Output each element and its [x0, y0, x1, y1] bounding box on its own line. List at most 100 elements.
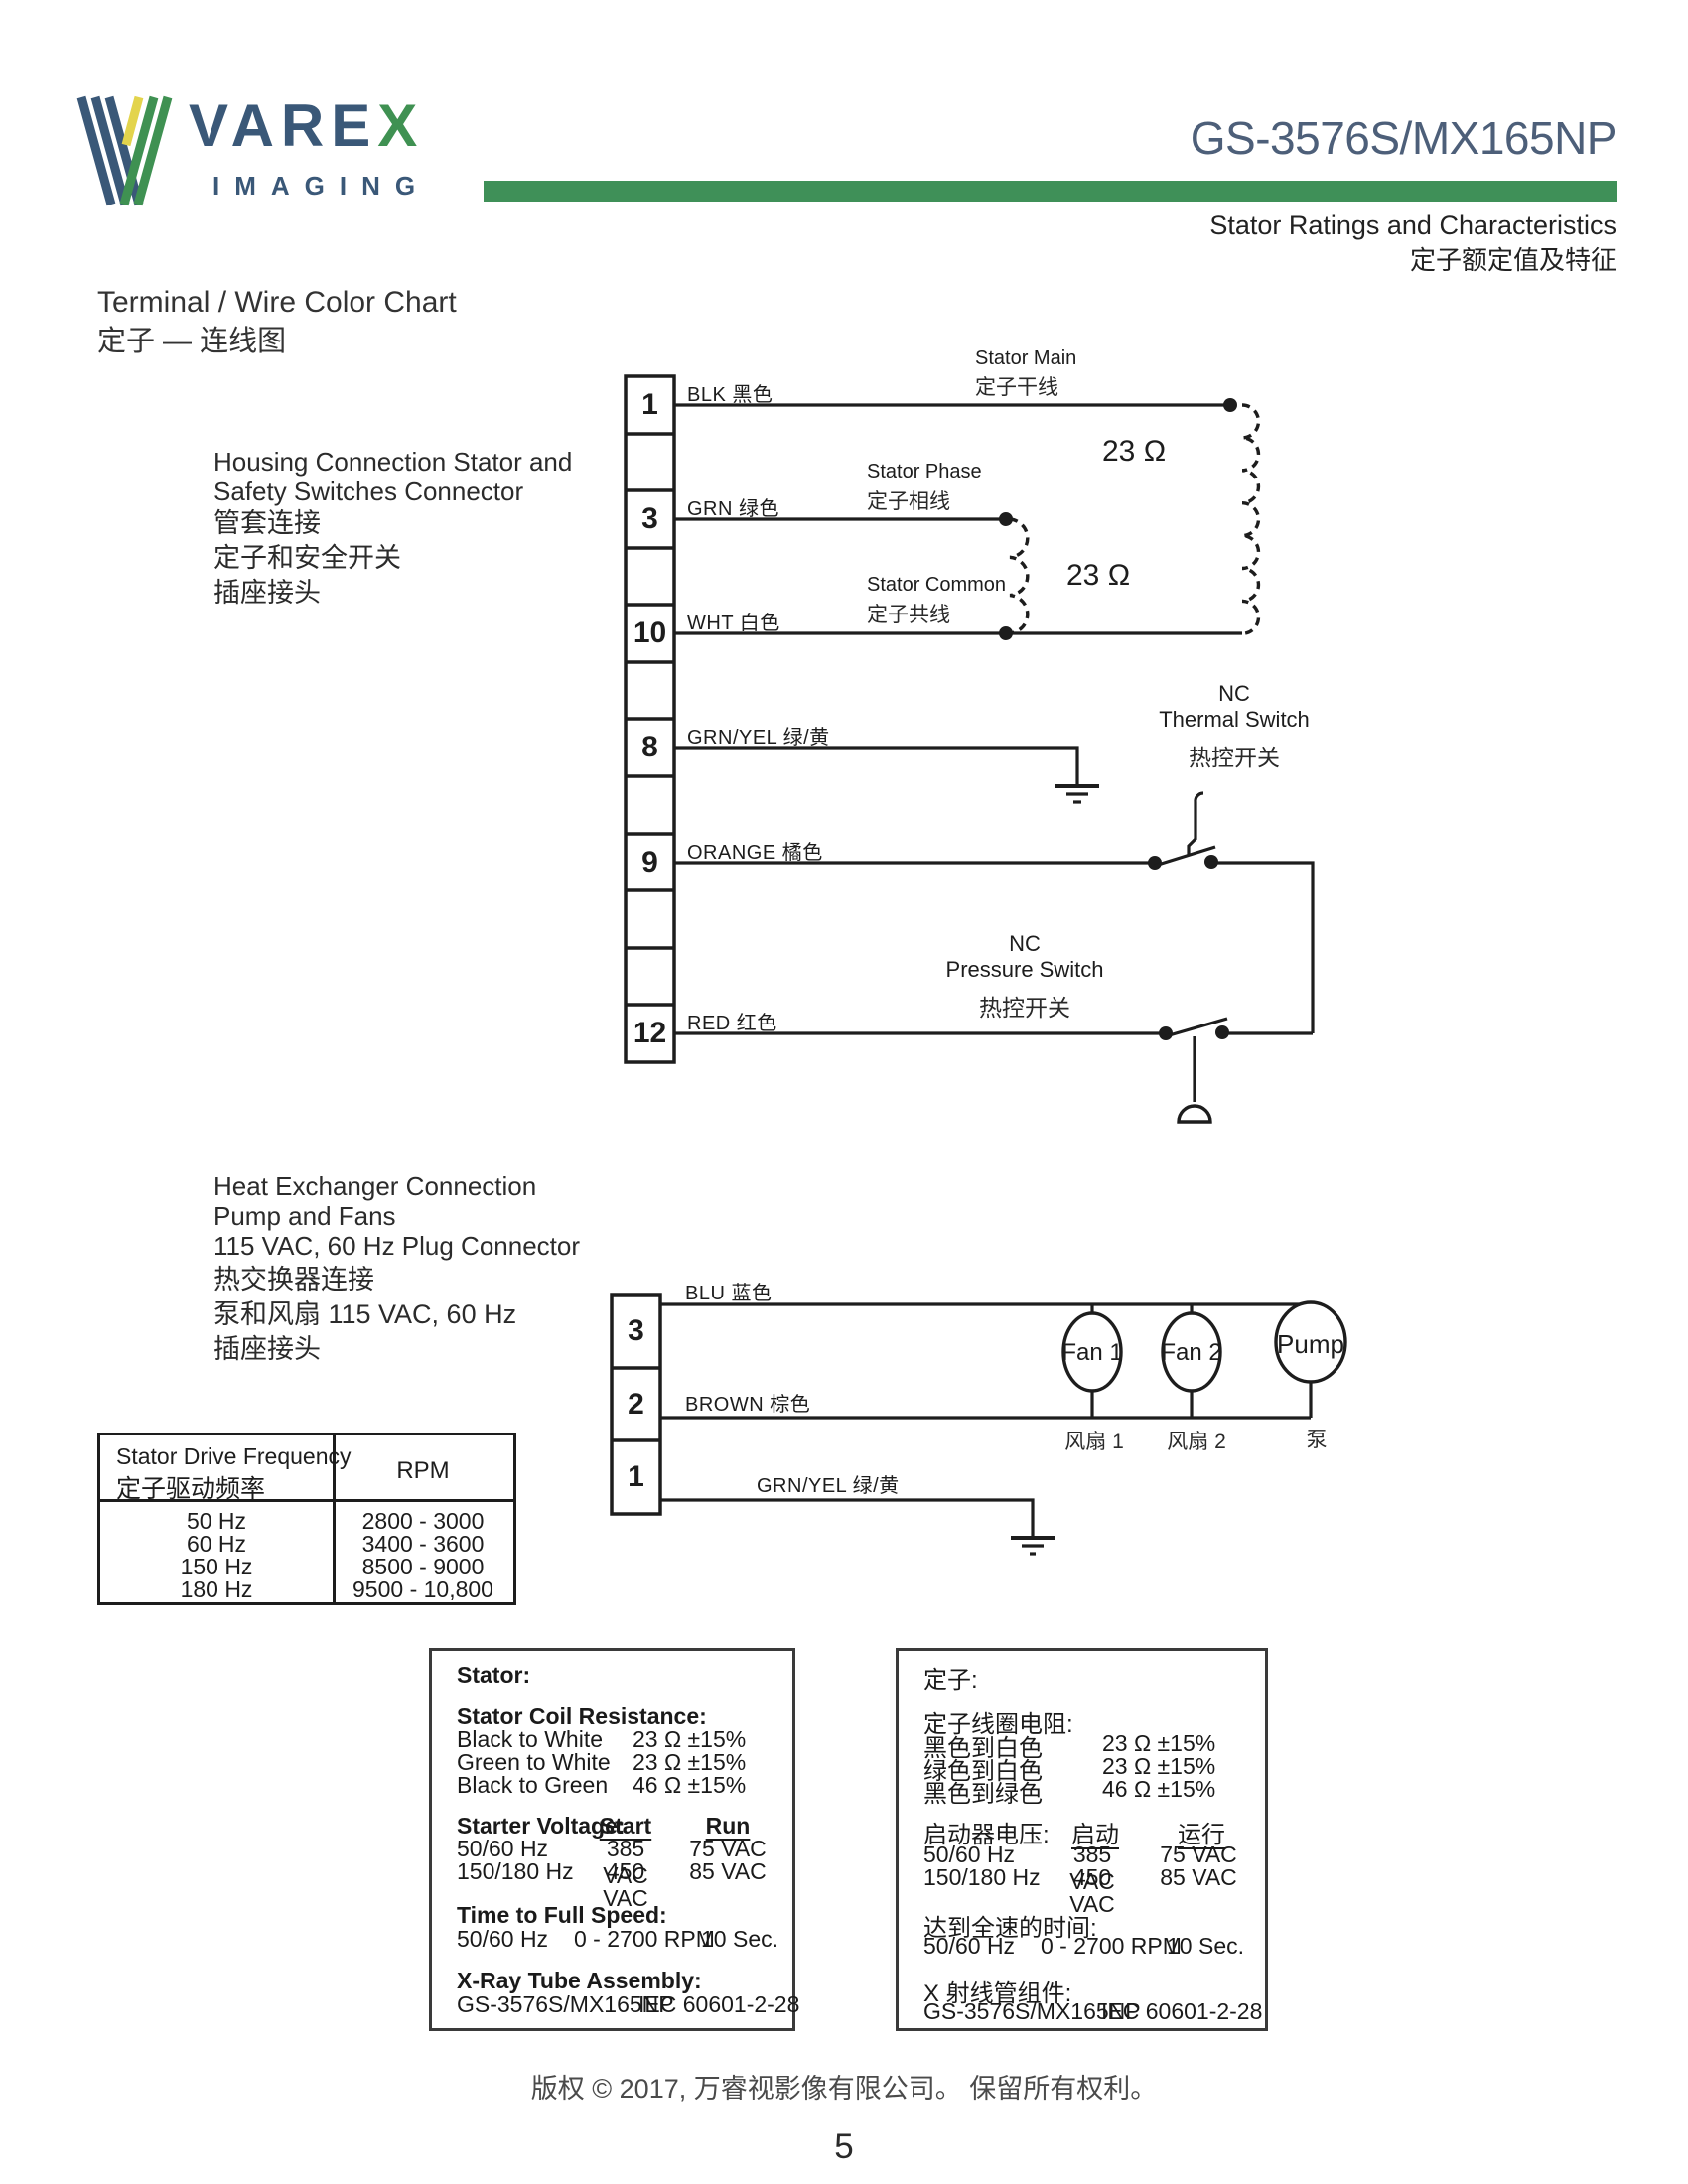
- pump-label: Pump: [1277, 1329, 1344, 1359]
- table-row: 2800 - 3000: [361, 1508, 485, 1534]
- spec-en-run-col: Run: [705, 1813, 751, 1839]
- spec-row-value: 385 VAC: [603, 1836, 648, 1888]
- copyright-line: 版权 © 2017, 万睿视影像有限公司。 保留所有权利。: [530, 2074, 1158, 2104]
- spec-en-time-heading: Time to Full Speed:: [457, 1902, 667, 1928]
- ground-icon-2: [1011, 1536, 1055, 1556]
- spec-row-label: GS-3576S/MX165NP: [923, 1998, 1141, 2024]
- wire-blu-line: [660, 1302, 1313, 1312]
- wire-blu-label: BLU 蓝色: [685, 1283, 773, 1304]
- spec-zh-run-col: 运行: [1178, 1822, 1225, 1848]
- spec-row-label: 50/60 Hz: [457, 1926, 549, 1952]
- varex-logo-mark: [76, 95, 173, 206]
- fan1-circle: [1061, 1311, 1123, 1393]
- spec-row-label: 黑色到白色: [923, 1735, 1043, 1762]
- spec-zh-assembly-heading: X 射线管组件:: [923, 1980, 1072, 2007]
- spec-row-label: Black to Green: [457, 1772, 609, 1798]
- spec-zh-title: 定子:: [923, 1667, 978, 1694]
- stator-common-label-zh: 定子共线: [867, 604, 950, 626]
- spec-row-value: 85 VAC: [689, 1858, 767, 1884]
- table-row: 3400 - 3600: [361, 1531, 485, 1557]
- spec-row-value: 23 Ω ±15%: [1102, 1753, 1216, 1779]
- spec-row-value: IEC 60601-2-28: [1101, 1998, 1263, 2024]
- resistance-phase: 23 Ω: [1066, 559, 1131, 592]
- spec-en-starter-heading: Starter Voltage:: [457, 1813, 626, 1839]
- spec-en-coil-heading: Stator Coil Resistance:: [457, 1704, 707, 1729]
- wire-wht-label: WHT 白色: [687, 613, 780, 634]
- wire-grnyel2-label: GRN/YEL 绿/黄: [757, 1475, 900, 1497]
- spec-row-value: 46 Ω ±15%: [633, 1772, 747, 1798]
- wire-grn-label: GRN 绿色: [687, 498, 779, 520]
- he-terminal-2: 2: [628, 1388, 644, 1421]
- terminal-12: 12: [633, 1017, 667, 1049]
- header-green-bar: [484, 181, 1617, 202]
- spec-row-label: 50/60 Hz: [457, 1836, 549, 1861]
- pressure-actuator-dome: [1177, 1104, 1212, 1124]
- terminal-block-2: [610, 1293, 662, 1516]
- ground-icon: [1055, 784, 1099, 804]
- table-row: 50 Hz: [186, 1508, 247, 1534]
- spec-en-assembly-heading: X-Ray Tube Assembly:: [457, 1968, 702, 1993]
- spec-row-label: 绿色到白色: [923, 1758, 1043, 1785]
- spec-row-value: 10 Sec.: [1167, 1933, 1244, 1959]
- logo-text-x: X: [377, 92, 425, 159]
- spec-row-value: 85 VAC: [1160, 1864, 1237, 1890]
- spec-row-label: 50/60 Hz: [923, 1933, 1016, 1959]
- table-row: 150 Hz: [180, 1554, 253, 1579]
- spec-row-label: 150/180 Hz: [923, 1864, 1041, 1890]
- thermal-switch-blade: [1154, 845, 1216, 868]
- spec-row-label: 50/60 Hz: [923, 1842, 1016, 1867]
- stator-main-label-zh: 定子干线: [975, 376, 1058, 399]
- fan1-label: Fan 1: [1061, 1339, 1123, 1366]
- table-row: 60 Hz: [186, 1531, 247, 1557]
- spec-row-value: 46 Ω ±15%: [1102, 1776, 1216, 1802]
- stator-drive-frequency-table: Stator Drive Frequency 定子驱动频率 RPM 50 Hz …: [97, 1433, 516, 1605]
- spec-row-value: IEC 60601-2-28: [638, 1991, 800, 2017]
- spec-zh-time-heading: 达到全速的时间:: [923, 1915, 1097, 1942]
- wire-orange-label: ORANGE 橘色: [687, 842, 823, 864]
- logo-text-vare: VARE: [189, 92, 378, 159]
- terminal-3: 3: [641, 502, 658, 535]
- page-subtitle-zh: 定子额定值及特征: [1409, 245, 1617, 275]
- pressure-switch-blade: [1165, 1017, 1228, 1038]
- spec-row-value: 75 VAC: [689, 1836, 767, 1861]
- table-header-divider: [100, 1499, 513, 1502]
- spec-row-value: 0 - 2700 RPM: [1041, 1933, 1182, 1959]
- terminal-block-2-cells: [612, 1366, 660, 1442]
- section-title: Terminal / Wire Color Chart: [97, 286, 457, 319]
- table-row: 180 Hz: [180, 1576, 253, 1602]
- stator-spec-box-en: [429, 1648, 795, 2031]
- page-number: 5: [834, 2127, 854, 2166]
- logo-wordmark: VAREX: [189, 91, 424, 160]
- stator-common-label: Stator Common: [867, 574, 1007, 596]
- spec-en-title: Stator:: [457, 1662, 531, 1688]
- spec-row-value: 23 Ω ±15%: [633, 1726, 747, 1752]
- heat-exchanger-diagram: [610, 1293, 1347, 1556]
- table-header-col1: Stator Drive Frequency: [116, 1443, 352, 1469]
- wire-grnyel-line: [674, 746, 1079, 785]
- spec-zh-coil-heading: 定子线圈电阻:: [923, 1711, 1073, 1738]
- spec-row-value: 23 Ω ±15%: [633, 1749, 747, 1775]
- he-terminal-3: 3: [628, 1314, 644, 1347]
- spec-row-label: Black to White: [457, 1726, 603, 1752]
- switch-link-line: [1211, 861, 1315, 1033]
- spec-zh-starter-heading: 启动器电压:: [923, 1822, 1050, 1848]
- table-row: 8500 - 9000: [361, 1554, 485, 1579]
- stator-phase-coil: [1009, 517, 1030, 635]
- fan1-label-zh: 风扇 1: [1064, 1431, 1124, 1453]
- table-row: 9500 - 10,800: [352, 1576, 493, 1602]
- stator-spec-box-zh: [896, 1648, 1268, 2031]
- spec-row-value: 10 Sec.: [701, 1926, 778, 1952]
- fan2-label-zh: 风扇 2: [1167, 1431, 1226, 1453]
- terminal-block-1-cells: [626, 432, 674, 1007]
- table-header-col2: RPM: [396, 1457, 450, 1484]
- terminal-8: 8: [641, 731, 658, 763]
- spec-row-value: 385 VAC: [1069, 1842, 1115, 1894]
- stator-phase-label-zh: 定子相线: [867, 490, 950, 513]
- he-terminal-1: 1: [628, 1460, 644, 1493]
- spec-row-value: 450 VAC: [1069, 1864, 1115, 1917]
- resistance-main: 23 Ω: [1102, 435, 1167, 468]
- stator-wiring-diagram: [624, 374, 1315, 1124]
- fan2-label: Fan 2: [1161, 1339, 1222, 1366]
- spec-row-label: 黑色到绿色: [923, 1781, 1043, 1808]
